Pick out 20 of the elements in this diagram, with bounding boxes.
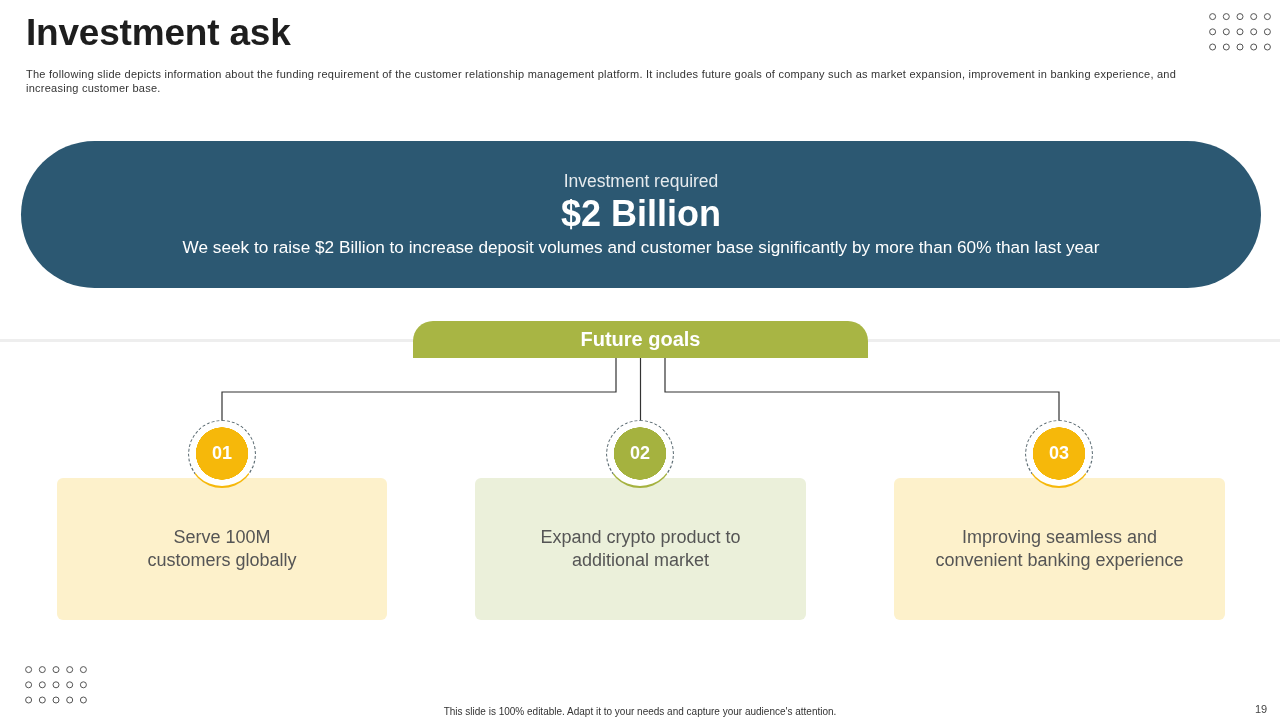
banner-heading: Investment required <box>563 170 719 192</box>
step-number-badge: 02 <box>606 420 674 488</box>
goal-text: Expand crypto product to additional market <box>539 526 742 572</box>
amount-figure: $2 Billion <box>561 192 721 236</box>
connector-line <box>221 357 617 421</box>
page-number: 19 <box>1255 703 1268 716</box>
goal-text: Serve 100M customers globally <box>146 526 298 572</box>
goal-card <box>57 478 387 620</box>
step-number-badge: 01 <box>188 420 256 488</box>
goal-card <box>475 478 806 620</box>
section-header-tab: Future goals <box>413 321 868 358</box>
goal-text: Improving seamless and convenient banking experience <box>934 526 1185 572</box>
connector-line <box>639 357 642 421</box>
banner-statement: We seek to raise $2 Billion to increase deposit volumes and customer base significantly by more than 60% than last year <box>182 236 1100 258</box>
description-text: The following slide depicts information about the funding requirement of the customer relationship management platform. It includes future goals of company such as market expansion, improvement in banking experience, and increasing customer base. <box>26 67 1178 95</box>
connector-line <box>664 357 1060 421</box>
footer-note: This slide is 100% editable. Adapt it to your needs and capture your audience's attention. <box>443 705 837 718</box>
goal-card <box>894 478 1225 620</box>
step-number-badge: 03 <box>1025 420 1093 488</box>
slide-title: Investment ask <box>26 11 291 55</box>
